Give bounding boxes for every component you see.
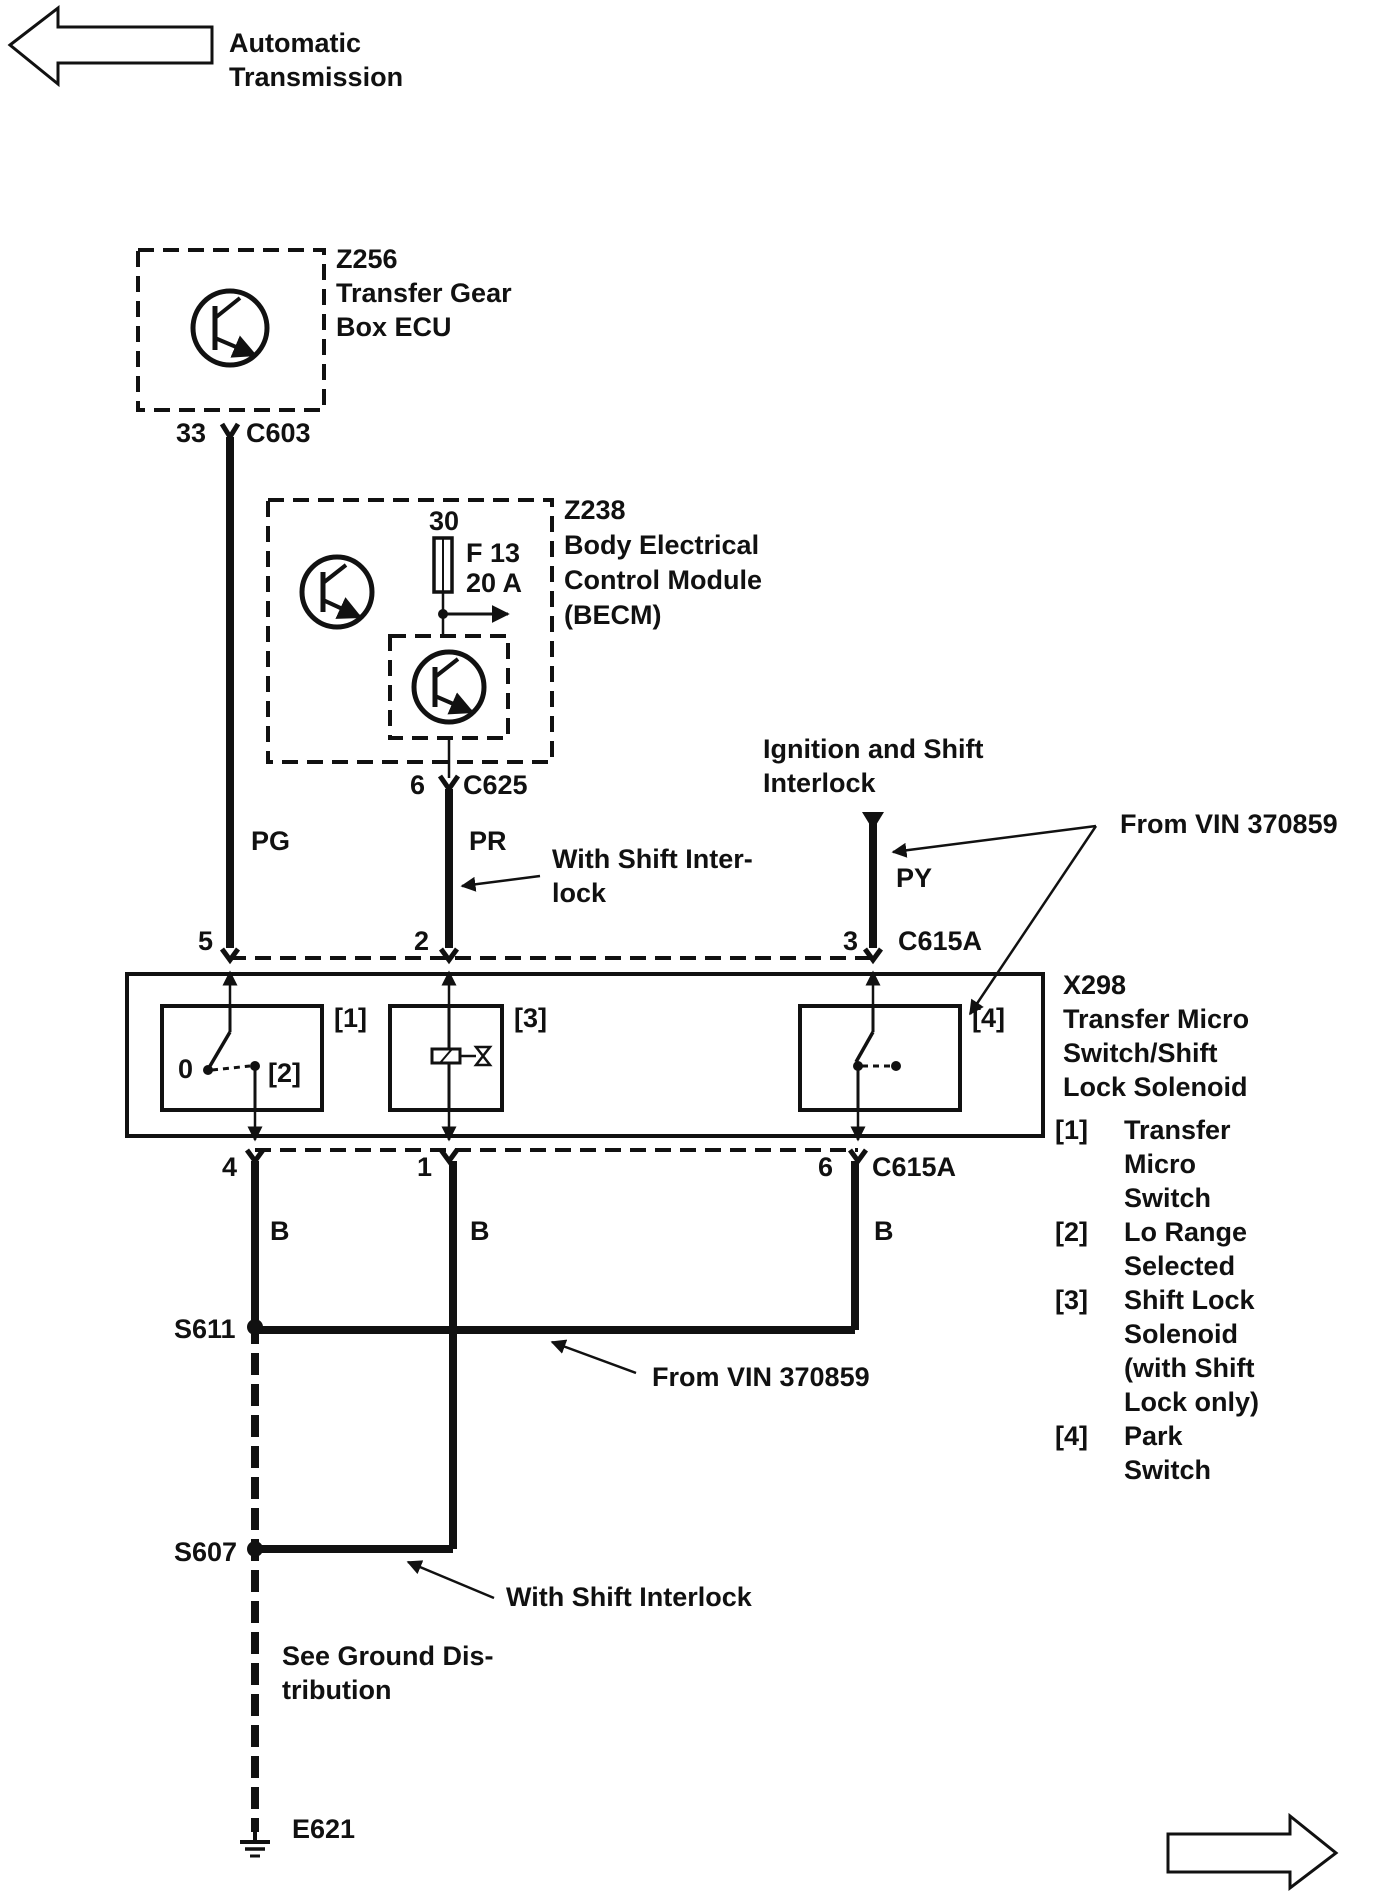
park-switch-tag: [4] xyxy=(972,1003,1005,1033)
legend-item-3-line2: Solenoid xyxy=(1124,1319,1238,1349)
with-shift-interlock-label: With Shift Interlock xyxy=(506,1582,753,1612)
legend-tag-3: [3] xyxy=(1055,1285,1088,1315)
legend-tag-4: [4] xyxy=(1055,1421,1088,1451)
legend-item-1-line2: Micro xyxy=(1124,1149,1196,1179)
z238-name-line1: Body Electrical xyxy=(564,530,759,560)
c615a-bottom-name: C615A xyxy=(872,1152,956,1182)
switch1-zero-label: 0 xyxy=(178,1054,193,1084)
see-ground-line2[interactable]: tribution xyxy=(282,1675,391,1705)
legend-item-4-line2: Switch xyxy=(1124,1455,1211,1485)
c615a-top-pin-5: 5 xyxy=(198,926,213,956)
legend-item-3-line4: Lock only) xyxy=(1124,1387,1259,1417)
c615a-top-pin-3: 3 xyxy=(843,926,858,956)
with-shift-interlock-pointer xyxy=(406,1560,495,1600)
z238-name-line2: Control Module xyxy=(564,565,762,595)
x298-module-box xyxy=(125,972,1045,1138)
nav-label-automatic[interactable]: Automatic xyxy=(229,28,361,58)
c603-pin: 33 xyxy=(176,418,206,448)
legend-item-3-line1: Shift Lock xyxy=(1124,1285,1255,1315)
becm-driver-transistor-icon xyxy=(411,649,487,725)
ignition-label-line1: Ignition and Shift xyxy=(763,734,983,764)
b-wire-label-1: B xyxy=(270,1216,290,1246)
c625-name: C625 xyxy=(463,770,528,800)
c615a-pin3-icon xyxy=(862,947,884,965)
z256-id: Z256 xyxy=(336,244,398,274)
s607-splice-dot xyxy=(247,1541,263,1557)
c615a-top-name: C615A xyxy=(898,926,982,956)
ground-symbol-icon xyxy=(240,1832,270,1858)
legend-tag-1: [1] xyxy=(1055,1115,1088,1145)
solenoid-tag: [3] xyxy=(514,1003,547,1033)
back-nav-arrow[interactable] xyxy=(7,4,214,88)
see-ground-line1[interactable]: See Ground Dis- xyxy=(282,1641,494,1671)
with-shift-inter-line1: With Shift Inter- xyxy=(552,844,753,874)
ecu-transistor-icon xyxy=(190,288,270,368)
becm-pin-30: 30 xyxy=(429,506,459,536)
solenoid-icon xyxy=(430,1006,493,1110)
switch1-lo-range-tag: [2] xyxy=(268,1058,301,1088)
legend-tag-2: [2] xyxy=(1055,1217,1088,1247)
from-vin-top-label: From VIN 370859 xyxy=(1120,809,1338,839)
legend-item-2-line2: Selected xyxy=(1124,1251,1235,1281)
py-wire-label: PY xyxy=(896,863,932,893)
legend-item-1-line3: Switch xyxy=(1124,1183,1211,1213)
c615a-pin5-icon xyxy=(219,947,241,965)
c603-connector-icon xyxy=(219,422,241,442)
shift-lock-solenoid-box xyxy=(388,1004,504,1112)
park-switch-icon xyxy=(853,1006,901,1110)
from-vin-pointer-switch4 xyxy=(968,825,1098,1016)
c615a-pin1-icon xyxy=(438,1148,460,1166)
e621-ground-label: E621 xyxy=(292,1814,355,1844)
fuse-number: F 13 xyxy=(466,538,520,568)
with-shift-inter-pointer xyxy=(460,874,541,892)
fuse-rating: 20 A xyxy=(466,568,522,598)
legend-item-2-line1: Lo Range xyxy=(1124,1217,1247,1247)
s611-splice-dot xyxy=(247,1319,263,1335)
becm-transistor-icon xyxy=(299,554,375,630)
legend-item-1-line1: Transfer xyxy=(1124,1115,1231,1145)
nav-label-transmission[interactable]: Transmission xyxy=(229,62,403,92)
with-shift-inter-line2: lock xyxy=(552,878,607,908)
from-vin-bottom-pointer xyxy=(550,1339,637,1375)
z256-name-line2: Box ECU xyxy=(336,312,452,342)
c615a-top-pin-2: 2 xyxy=(414,926,429,956)
x298-name-line2: Switch/Shift xyxy=(1063,1038,1218,1068)
from-vin-pointer-py xyxy=(891,824,1097,858)
b-wire-label-2: B xyxy=(470,1216,490,1246)
transfer-micro-switch-icon xyxy=(203,1006,260,1110)
s611-label: S611 xyxy=(174,1314,236,1344)
x298-name-line1: Transfer Micro xyxy=(1063,1004,1249,1034)
legend-item-4-line1: Park xyxy=(1124,1421,1184,1451)
c615a-pin2-icon xyxy=(438,947,460,965)
from-vin-bottom-label: From VIN 370859 xyxy=(652,1362,870,1392)
c615a-bottom-pin-1: 1 xyxy=(417,1152,432,1182)
c603-name: C603 xyxy=(246,418,311,448)
legend: [1] Transfer Micro Switch [2] Lo Range S… xyxy=(1055,1115,1259,1485)
z256-name-line1: Transfer Gear xyxy=(336,278,512,308)
legend-item-3-line3: (with Shift xyxy=(1124,1353,1254,1383)
transfer-micro-switch-box xyxy=(160,1004,324,1112)
b-wire-label-3: B xyxy=(874,1216,894,1246)
fuse-icon xyxy=(432,536,454,594)
z238-id: Z238 xyxy=(564,495,626,525)
pg-wire-label: PG xyxy=(251,826,290,856)
x298-name-line3: Lock Solenoid xyxy=(1063,1072,1248,1102)
c615a-bottom-pin-6: 6 xyxy=(818,1152,833,1182)
x298-id: X298 xyxy=(1063,970,1126,1000)
z256-module-box xyxy=(136,248,326,412)
c615a-bottom-pin-4: 4 xyxy=(222,1152,237,1182)
z238-module-box xyxy=(266,498,554,764)
switch1-tag: [1] xyxy=(334,1003,367,1033)
s607-label: S607 xyxy=(174,1537,237,1567)
pr-wire-label: PR xyxy=(469,826,507,856)
forward-nav-arrow[interactable] xyxy=(1166,1812,1339,1892)
z238-name-line3: (BECM) xyxy=(564,600,661,630)
c625-pin: 6 xyxy=(410,770,425,800)
park-switch-box xyxy=(798,1004,962,1112)
ignition-label-line2: Interlock xyxy=(763,768,877,798)
